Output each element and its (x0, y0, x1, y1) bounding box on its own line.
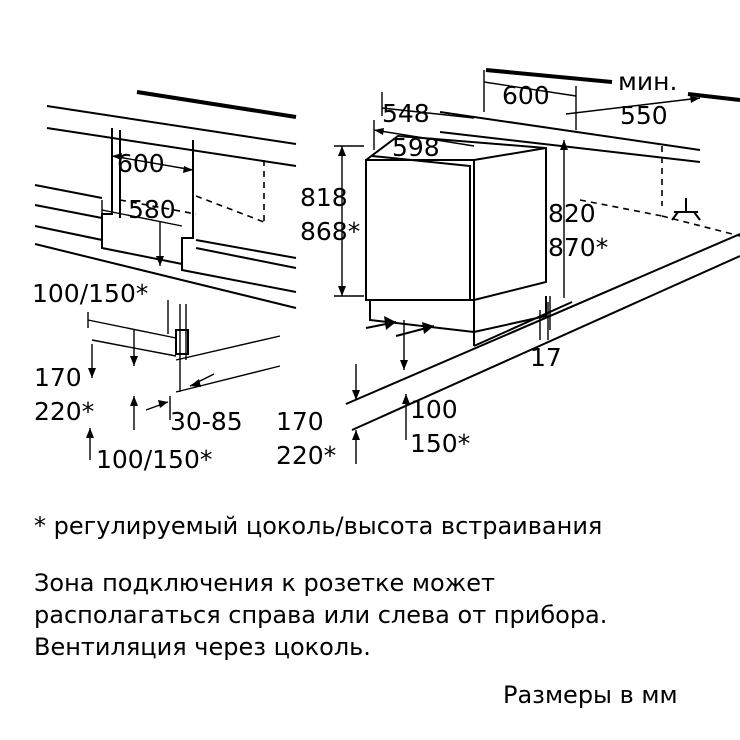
units-note: Размеры в мм (503, 681, 678, 709)
dim-label-870: 870* (548, 233, 608, 262)
arrow (156, 256, 164, 266)
dim-label-100-150: 100/150* (32, 279, 148, 308)
dim-line-600 (111, 155, 194, 171)
floor-line-1 (34, 184, 103, 199)
adjustable-plinth-note: * регулируемый цоколь/высота встраивания (34, 512, 603, 540)
floor-right-1 (345, 233, 740, 405)
note-line-socket-zone: Зона подключения к розетке может (34, 569, 496, 597)
hidden-edge-2 (195, 195, 265, 223)
dim-line-548 (381, 107, 475, 119)
socket-icon (671, 198, 701, 221)
arrow (130, 396, 138, 406)
appliance-door-edge (371, 155, 471, 300)
dim-label-818: 818 (300, 183, 348, 212)
worktop-edge-line-right (485, 68, 613, 84)
arrow (402, 394, 410, 404)
dim-label-plinth-170: 170 (276, 407, 324, 436)
arrow (86, 428, 94, 438)
arrow (190, 379, 201, 387)
worktop-bottom-line (46, 127, 297, 167)
dim-label-bottom-100-150: 100/150* (96, 445, 212, 474)
appliance-front (365, 159, 475, 301)
dim-label-170: 170 (34, 363, 82, 392)
arrow (400, 360, 408, 370)
dim-line-580 (101, 209, 183, 227)
arrow (560, 140, 568, 150)
left-side-panel (101, 128, 113, 248)
vent-arrow-in-head (384, 316, 396, 330)
dim-label-min: мин. (618, 67, 677, 96)
dim-label-17: 17 (530, 343, 562, 372)
arrow (352, 430, 360, 440)
dim-label-220: 220* (34, 397, 94, 426)
dim-label-30-85: 30-85 (170, 407, 243, 436)
installation-notes: Зона подключения к розетке может распола… (34, 567, 716, 663)
right-appliance-view: 600 мин. 550 548 598 818 868* 820 870* 1… (276, 67, 740, 470)
dim-label-vent-150: 150* (410, 429, 470, 458)
worktop-edge-line-right-2 (687, 92, 740, 102)
dim-label-600: 600 (117, 149, 165, 178)
hidden-edge-right-2 (579, 199, 663, 217)
arrow (338, 286, 346, 296)
dim-label-580: 580 (128, 195, 176, 224)
appliance-top-edge (473, 147, 547, 161)
arrow (352, 390, 360, 400)
arrow (130, 356, 138, 366)
floor-line-6 (195, 239, 297, 259)
arrow (158, 400, 168, 408)
installation-dimension-drawing: 600 580 100/150* 170 220* 30-85 100/150* (32, 67, 740, 474)
dim-label-598: 598 (392, 133, 440, 162)
dim-label-vent-100: 100 (410, 395, 458, 424)
dim-label-plinth-220: 220* (276, 441, 336, 470)
worktop-bottom-right (439, 131, 701, 163)
dim-line-598 (373, 129, 475, 147)
floor-line-2 (34, 204, 103, 219)
note-line-socket-side: располагаться справа или слева от прибор… (34, 601, 608, 629)
hidden-edge-right-3 (661, 215, 740, 237)
dim-line-550 (565, 97, 701, 115)
arrow (690, 96, 700, 103)
arrow (112, 153, 122, 160)
dim-label-548: 548 (382, 99, 430, 128)
arrow (338, 146, 346, 156)
floor-line-3 (34, 225, 297, 293)
plinth-line-3 (175, 335, 281, 361)
worktop-edge-line (136, 90, 297, 119)
worktop-top-line (46, 105, 297, 145)
floor-right-3 (473, 301, 573, 347)
vent-arrow-out-head (422, 322, 434, 334)
worktop-top-right (439, 111, 701, 151)
arrow (374, 128, 384, 135)
dim-label-550: 550 (620, 101, 668, 130)
dim-line-600-top (483, 81, 577, 97)
left-niche-view: 600 580 100/150* 170 220* 30-85 100/150* (32, 90, 297, 474)
arrow (183, 166, 193, 173)
dim-label-868: 868* (300, 217, 360, 246)
floor-line-5 (195, 247, 297, 269)
right-side-panel (181, 140, 194, 270)
plinth-dim-line (87, 319, 177, 339)
dim-label-820: 820 (548, 199, 596, 228)
note-line-ventilation: Вентиляция через цоколь. (34, 633, 371, 661)
floor-line-4 (34, 243, 297, 309)
plinth-detail-box (175, 329, 189, 355)
floor-right-2 (351, 255, 740, 431)
hidden-edge-3 (119, 199, 197, 215)
dim-label-600-top: 600 (502, 81, 550, 110)
plinth-line-4 (175, 365, 281, 393)
arrow (88, 368, 96, 378)
